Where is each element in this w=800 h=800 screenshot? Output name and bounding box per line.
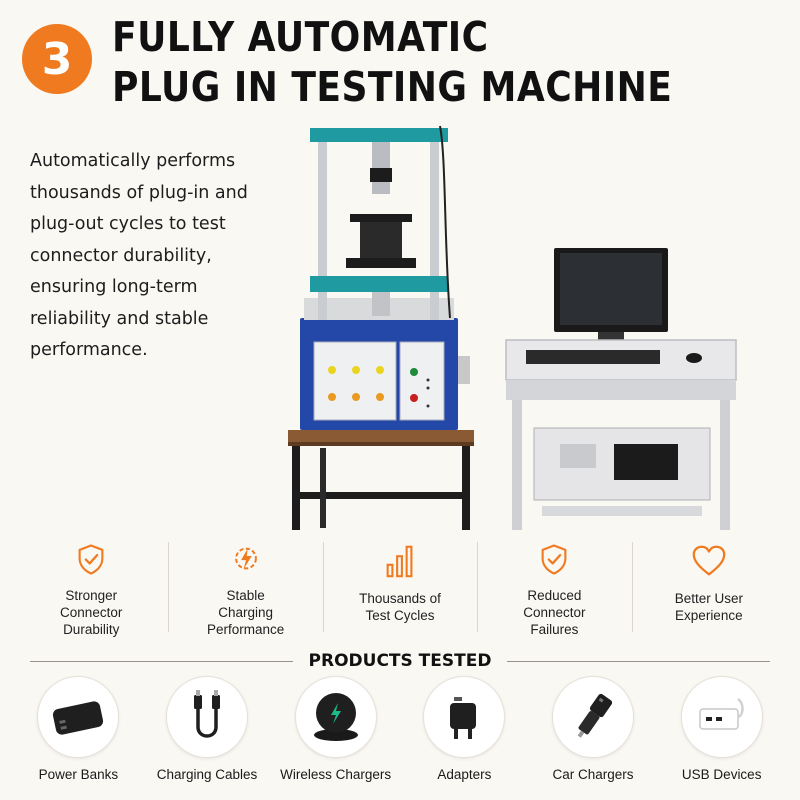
- benefit-label: Stable Charging Performance: [206, 588, 285, 637]
- adapter-icon: [450, 697, 477, 739]
- page-title: FULLY AUTOMATIC PLUG IN TESTING MACHINE: [112, 12, 672, 112]
- bar-chart-icon: [386, 545, 413, 578]
- product-icon-circle: [423, 676, 506, 758]
- benefit-label: Stronger Connector Durability: [60, 588, 123, 637]
- product-icon-circle: [294, 676, 377, 758]
- product-item-charging-cables: Charging Cables: [143, 676, 272, 782]
- product-label: Charging Cables: [156, 767, 258, 782]
- benefit-item-stable-charging: Stable Charging Performance: [168, 538, 322, 638]
- benefit-item-test-cycles: Thousands of Test Cycles: [322, 538, 477, 638]
- products-list: Power Banks Charging Cables Wireless Cha…: [14, 676, 786, 782]
- product-item-usb-devices: USB Devices: [657, 676, 786, 782]
- lightning-gear-icon: [234, 547, 257, 570]
- product-label: Adapters: [437, 767, 492, 782]
- shield-check-icon: [78, 544, 104, 575]
- products-section-title: PRODUCTS TESTED: [308, 651, 492, 671]
- control-workstation: [505, 248, 737, 530]
- divider-right: [507, 660, 770, 662]
- benefit-label: Reduced Connector Failures: [523, 588, 586, 637]
- description-text: Automatically performs thousands of plug…: [30, 151, 248, 360]
- step-number-badge: 3: [22, 24, 92, 94]
- title-line-2: PLUG IN TESTING MACHINE: [112, 63, 673, 111]
- product-label: USB Devices: [681, 767, 762, 782]
- benefit-item-user-experience: Better User Experience: [631, 538, 786, 638]
- benefit-item-reduced-failures: Reduced Connector Failures: [477, 538, 631, 638]
- product-icon-circle: [166, 676, 248, 758]
- title-line-1: FULLY AUTOMATIC: [112, 13, 489, 61]
- product-item-car-chargers: Car Chargers: [529, 676, 658, 782]
- shield-check-icon: [541, 544, 567, 575]
- divider-left: [30, 660, 293, 662]
- product-item-wireless-chargers: Wireless Chargers: [271, 676, 400, 782]
- testing-machine-illustration: [288, 125, 737, 530]
- benefit-label: Thousands of Test Cycles: [359, 591, 441, 623]
- benefit-label: Better User Experience: [674, 591, 743, 623]
- product-label: Car Chargers: [552, 767, 634, 782]
- product-label: Wireless Chargers: [280, 767, 392, 782]
- benefits-row: Stronger Connector Durability Stable Cha…: [14, 538, 786, 638]
- product-icon-circle: [37, 676, 120, 758]
- power-bank-icon: [53, 701, 104, 735]
- product-item-power-banks: Power Banks: [14, 676, 143, 782]
- products-section-header: PRODUCTS TESTED: [30, 650, 770, 672]
- product-item-adapters: Adapters: [400, 676, 529, 782]
- heart-icon: [692, 545, 726, 576]
- product-icon-circle: [680, 676, 763, 758]
- charging-cable-icon: [194, 690, 220, 738]
- wireless-charger-icon: [313, 693, 358, 741]
- product-label: Power Banks: [38, 767, 119, 782]
- car-charger-icon: [577, 693, 613, 738]
- usb-hub-icon: [698, 697, 744, 730]
- plug-test-machine: [288, 125, 474, 530]
- product-icon-circle: [552, 676, 635, 758]
- benefit-item-stronger-durability: Stronger Connector Durability: [14, 538, 168, 638]
